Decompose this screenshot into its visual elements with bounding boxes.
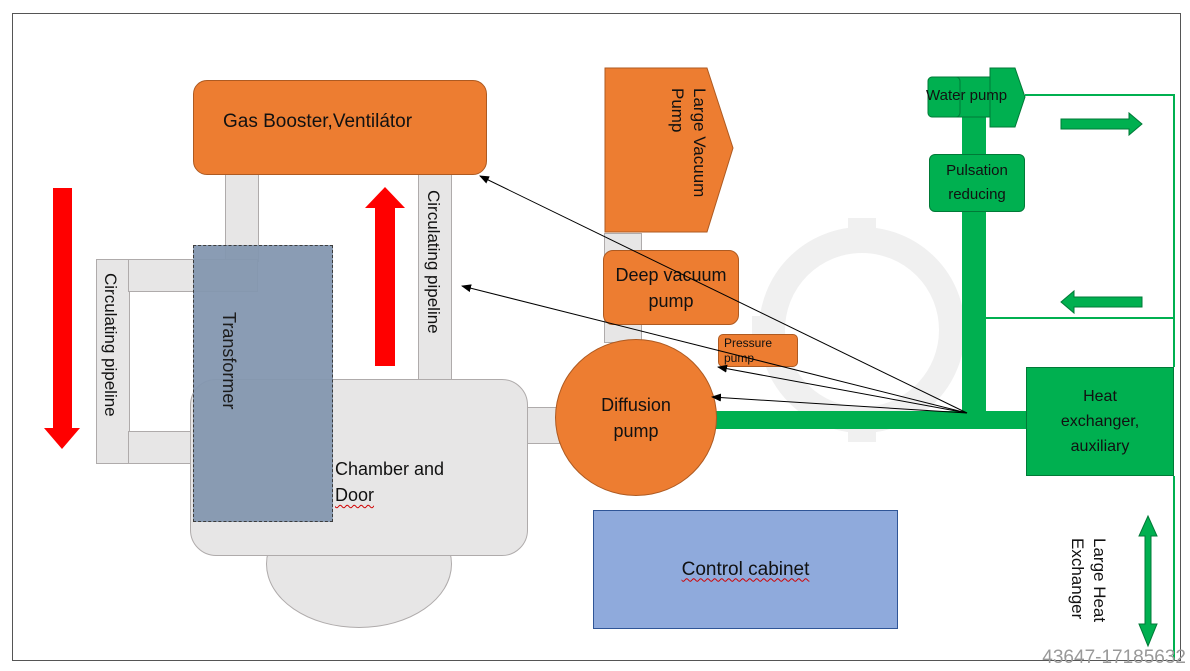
pressure-pump-label: Pressure pump [724, 336, 773, 365]
line-to-diffusion-pump [711, 393, 968, 414]
green-pipe-vertical [962, 100, 986, 418]
line-to-gas-booster [479, 175, 968, 414]
diffusion-pump: Diffusion pump [555, 339, 717, 496]
green-arrow-right-icon [1060, 111, 1143, 137]
pulsation-reducing-label: Pulsation reducing [946, 162, 1008, 203]
green-arrow-updown-icon [1138, 514, 1158, 648]
green-arrow-left-icon [1060, 289, 1143, 315]
line-to-circulating-pipeline [461, 284, 968, 414]
chamber-diffusion-pipe [524, 407, 560, 444]
red-arrow-up-icon [365, 187, 405, 366]
circulating-pipeline-right-label: Circulating pipeline [424, 190, 443, 334]
control-cabinet: Control cabinet [593, 510, 898, 629]
large-vacuum-pump-label: Large Vacuum Pump [668, 88, 709, 198]
deep-vacuum-pump-label: Deep vacuum pump [615, 264, 727, 311]
large-heat-exchanger-label: Large Heat Exchanger [1068, 538, 1109, 623]
transformer: Transformer [193, 245, 333, 522]
control-cabinet-label: Control cabinet [681, 558, 810, 580]
line-to-pressure-pump [717, 364, 968, 414]
diagram-frame [12, 13, 1181, 661]
green-loop-top [1025, 94, 1175, 367]
gas-booster-label: Gas Booster,Ventilátor [223, 111, 413, 132]
deep-vacuum-pump: Deep vacuum pump [603, 250, 739, 325]
water-pump-label: Water pump [926, 87, 1008, 104]
red-arrow-down-icon [44, 188, 80, 449]
diffusion-pump-label: Diffusion pump [601, 394, 671, 441]
chamber-label: Chamber and Door [335, 459, 445, 505]
gas-booster-ventilator: Gas Booster,Ventilátor [193, 80, 487, 175]
transformer-label: Transformer [219, 312, 239, 410]
pipe-bottom-horizontal [128, 431, 194, 464]
circulating-pipeline-left [96, 259, 130, 464]
circulating-pipeline-left-label: Circulating pipeline [101, 273, 120, 417]
heat-exchanger-label: Heat exchanger, auxiliary [1060, 388, 1140, 455]
green-pipe-horizontal [700, 411, 1030, 429]
pressure-pump: Pressure pump [718, 334, 798, 367]
heat-exchanger-auxiliary: Heat exchanger, auxiliary [1026, 367, 1174, 476]
pulsation-reducing: Pulsation reducing [929, 154, 1025, 212]
watermark-id: 43647-17185632 [1042, 647, 1186, 668]
